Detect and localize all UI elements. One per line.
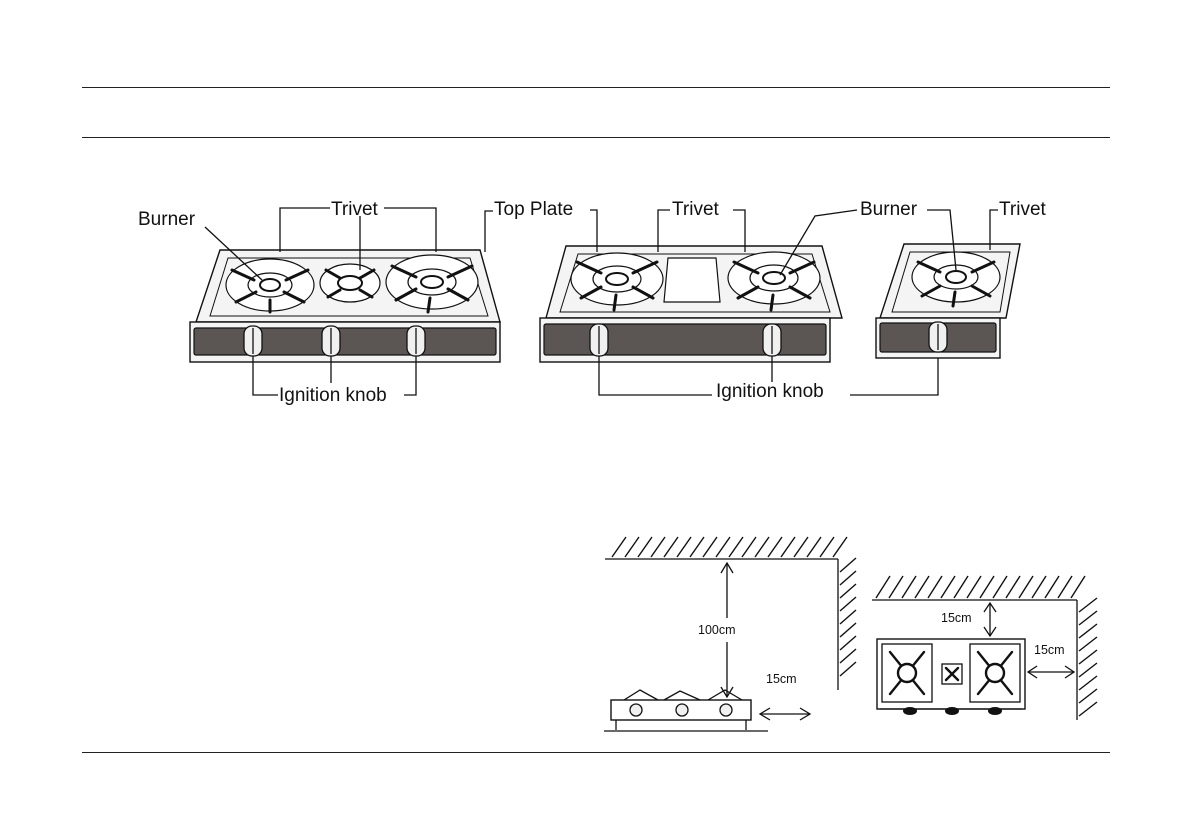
wall-hatching [612,537,856,676]
hatch-line [1079,702,1097,716]
ignition-knob-icon [929,322,947,352]
hatch-line [1006,576,1020,598]
burner-icon [320,264,380,302]
hatch-line [840,610,856,624]
hatch-line [840,571,856,585]
label-ignition-knob-left: Ignition knob [279,385,387,406]
two-burner-stove [540,210,938,395]
hatch-line [840,623,856,637]
hatch-line [840,662,856,676]
burner-icon [226,259,314,312]
hatch-line [993,576,1007,598]
hatch-line [1079,676,1097,690]
ignition-knob-icon [763,324,781,356]
hatch-line [954,576,968,598]
small-stove-side-icon [604,690,768,731]
hatch-line [840,584,856,598]
hatch-line [840,636,856,650]
hatch-line [1032,576,1046,598]
ignition-knob-icon [244,326,262,356]
hatch-line [1079,637,1097,651]
hatch-line [941,576,955,598]
hatch-line [794,537,808,557]
label-clearance-back-top: 15cm [941,611,972,625]
hatch-line [651,537,665,557]
hatch-line [781,537,795,557]
hatch-line [1045,576,1059,598]
hatch-line [755,537,769,557]
ignition-knob-icon [407,326,425,356]
label-trivet-middle: Trivet [672,199,720,220]
hatch-line [807,537,821,557]
hatch-line [703,537,717,557]
label-clearance-side-top: 15cm [1034,643,1065,657]
label-trivet-left: Trivet [331,199,379,220]
label-ignition-knob-right: Ignition knob [716,381,824,402]
single-burner-stove [876,210,1020,358]
hatch-line [915,576,929,598]
hatch-line [664,537,678,557]
hatch-line [980,576,994,598]
hatch-line [928,576,942,598]
hatch-line [1079,624,1097,638]
hatch-line [876,576,890,598]
ignition-knob-icon [590,324,608,356]
hatch-line [638,537,652,557]
three-burner-stove [190,208,500,395]
hatch-line [1079,663,1097,677]
hatch-line [768,537,782,557]
hatch-line [840,558,856,572]
hatch-line [889,576,903,598]
hatch-line [690,537,704,557]
label-burner-left: Burner [138,209,196,230]
hatch-line [612,537,626,557]
label-top-plate: Top Plate [494,199,573,220]
label-clearance-ceiling: 100cm [698,623,736,637]
label-clearance-side-front: 15cm [766,672,797,686]
hatch-line [820,537,834,557]
hatch-line [1079,598,1097,612]
hatch-line [729,537,743,557]
top-view-clearance: 15cm 15cm [872,576,1097,720]
hatch-line [716,537,730,557]
hatch-line [1079,650,1097,664]
label-burner-right: Burner [860,199,918,220]
hatch-line [1019,576,1033,598]
ignition-knob-icon [322,326,340,356]
hatch-line [1071,576,1085,598]
stove-top-view-icon [877,639,1025,715]
hatch-line [742,537,756,557]
hatch-line [625,537,639,557]
hatch-line [1079,611,1097,625]
hatch-line [840,649,856,663]
hatch-line [840,597,856,611]
hatch-line [1058,576,1072,598]
hatch-line [833,537,847,557]
label-trivet-right: Trivet [999,199,1047,220]
side-view-clearance: 100cm 15cm [604,537,856,731]
hatch-line [902,576,916,598]
hatch-line [1079,689,1097,703]
hatch-line [967,576,981,598]
hatch-line [677,537,691,557]
